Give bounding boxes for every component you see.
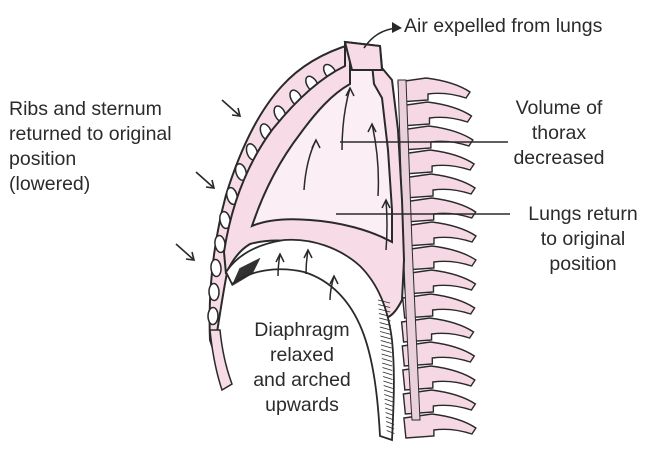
label-lungs-line-1: Lungs return: [508, 202, 658, 227]
vertebra: [404, 198, 476, 222]
vertebra: [402, 150, 474, 174]
vertebra: [404, 246, 476, 270]
label-lungs-return: Lungs return to original position: [508, 202, 658, 277]
label-ribs-line-4: (lowered): [9, 172, 172, 197]
vertebral-column: [398, 78, 476, 438]
vertebra: [401, 126, 473, 150]
trachea: [345, 42, 382, 70]
label-lungs-line-2: to original: [508, 227, 658, 252]
label-volume-line-3: decreased: [484, 146, 634, 171]
label-ribs-line-2: returned to original: [9, 122, 172, 147]
label-volume-line-2: thorax: [484, 121, 634, 146]
rib-oval: [209, 283, 220, 300]
vertebra: [398, 78, 470, 102]
vertebra: [404, 222, 476, 246]
label-ribs-sternum: Ribs and sternum returned to original po…: [9, 97, 172, 197]
rib-arrow-shaft: [176, 244, 194, 260]
label-volume-line-1: Volume of: [484, 96, 634, 121]
label-diaphragm-line-3: and arched: [232, 368, 372, 393]
rib-oval: [208, 307, 218, 324]
air-expelled-arrowhead: [392, 22, 402, 33]
label-diaphragm-line-4: upwards: [232, 393, 372, 418]
label-ribs-line-3: position: [9, 147, 172, 172]
label-lungs-line-3: position: [508, 252, 658, 277]
label-diaphragm-line-1: Diaphragm: [232, 318, 372, 343]
label-diaphragm: Diaphragm relaxed and arched upwards: [232, 318, 372, 418]
rib-arrow-shaft: [196, 172, 214, 188]
label-ribs-line-1: Ribs and sternum: [9, 97, 172, 122]
vertebra: [403, 174, 475, 198]
label-air-expelled: Air expelled from lungs: [404, 14, 602, 39]
rib-arrow-shaft: [222, 100, 240, 116]
vertebra: [399, 102, 471, 126]
label-air-expelled-line-1: Air expelled from lungs: [404, 14, 602, 39]
label-diaphragm-line-2: relaxed: [232, 343, 372, 368]
sternum-tip: [210, 330, 232, 390]
label-volume-thorax: Volume of thorax decreased: [484, 96, 634, 171]
